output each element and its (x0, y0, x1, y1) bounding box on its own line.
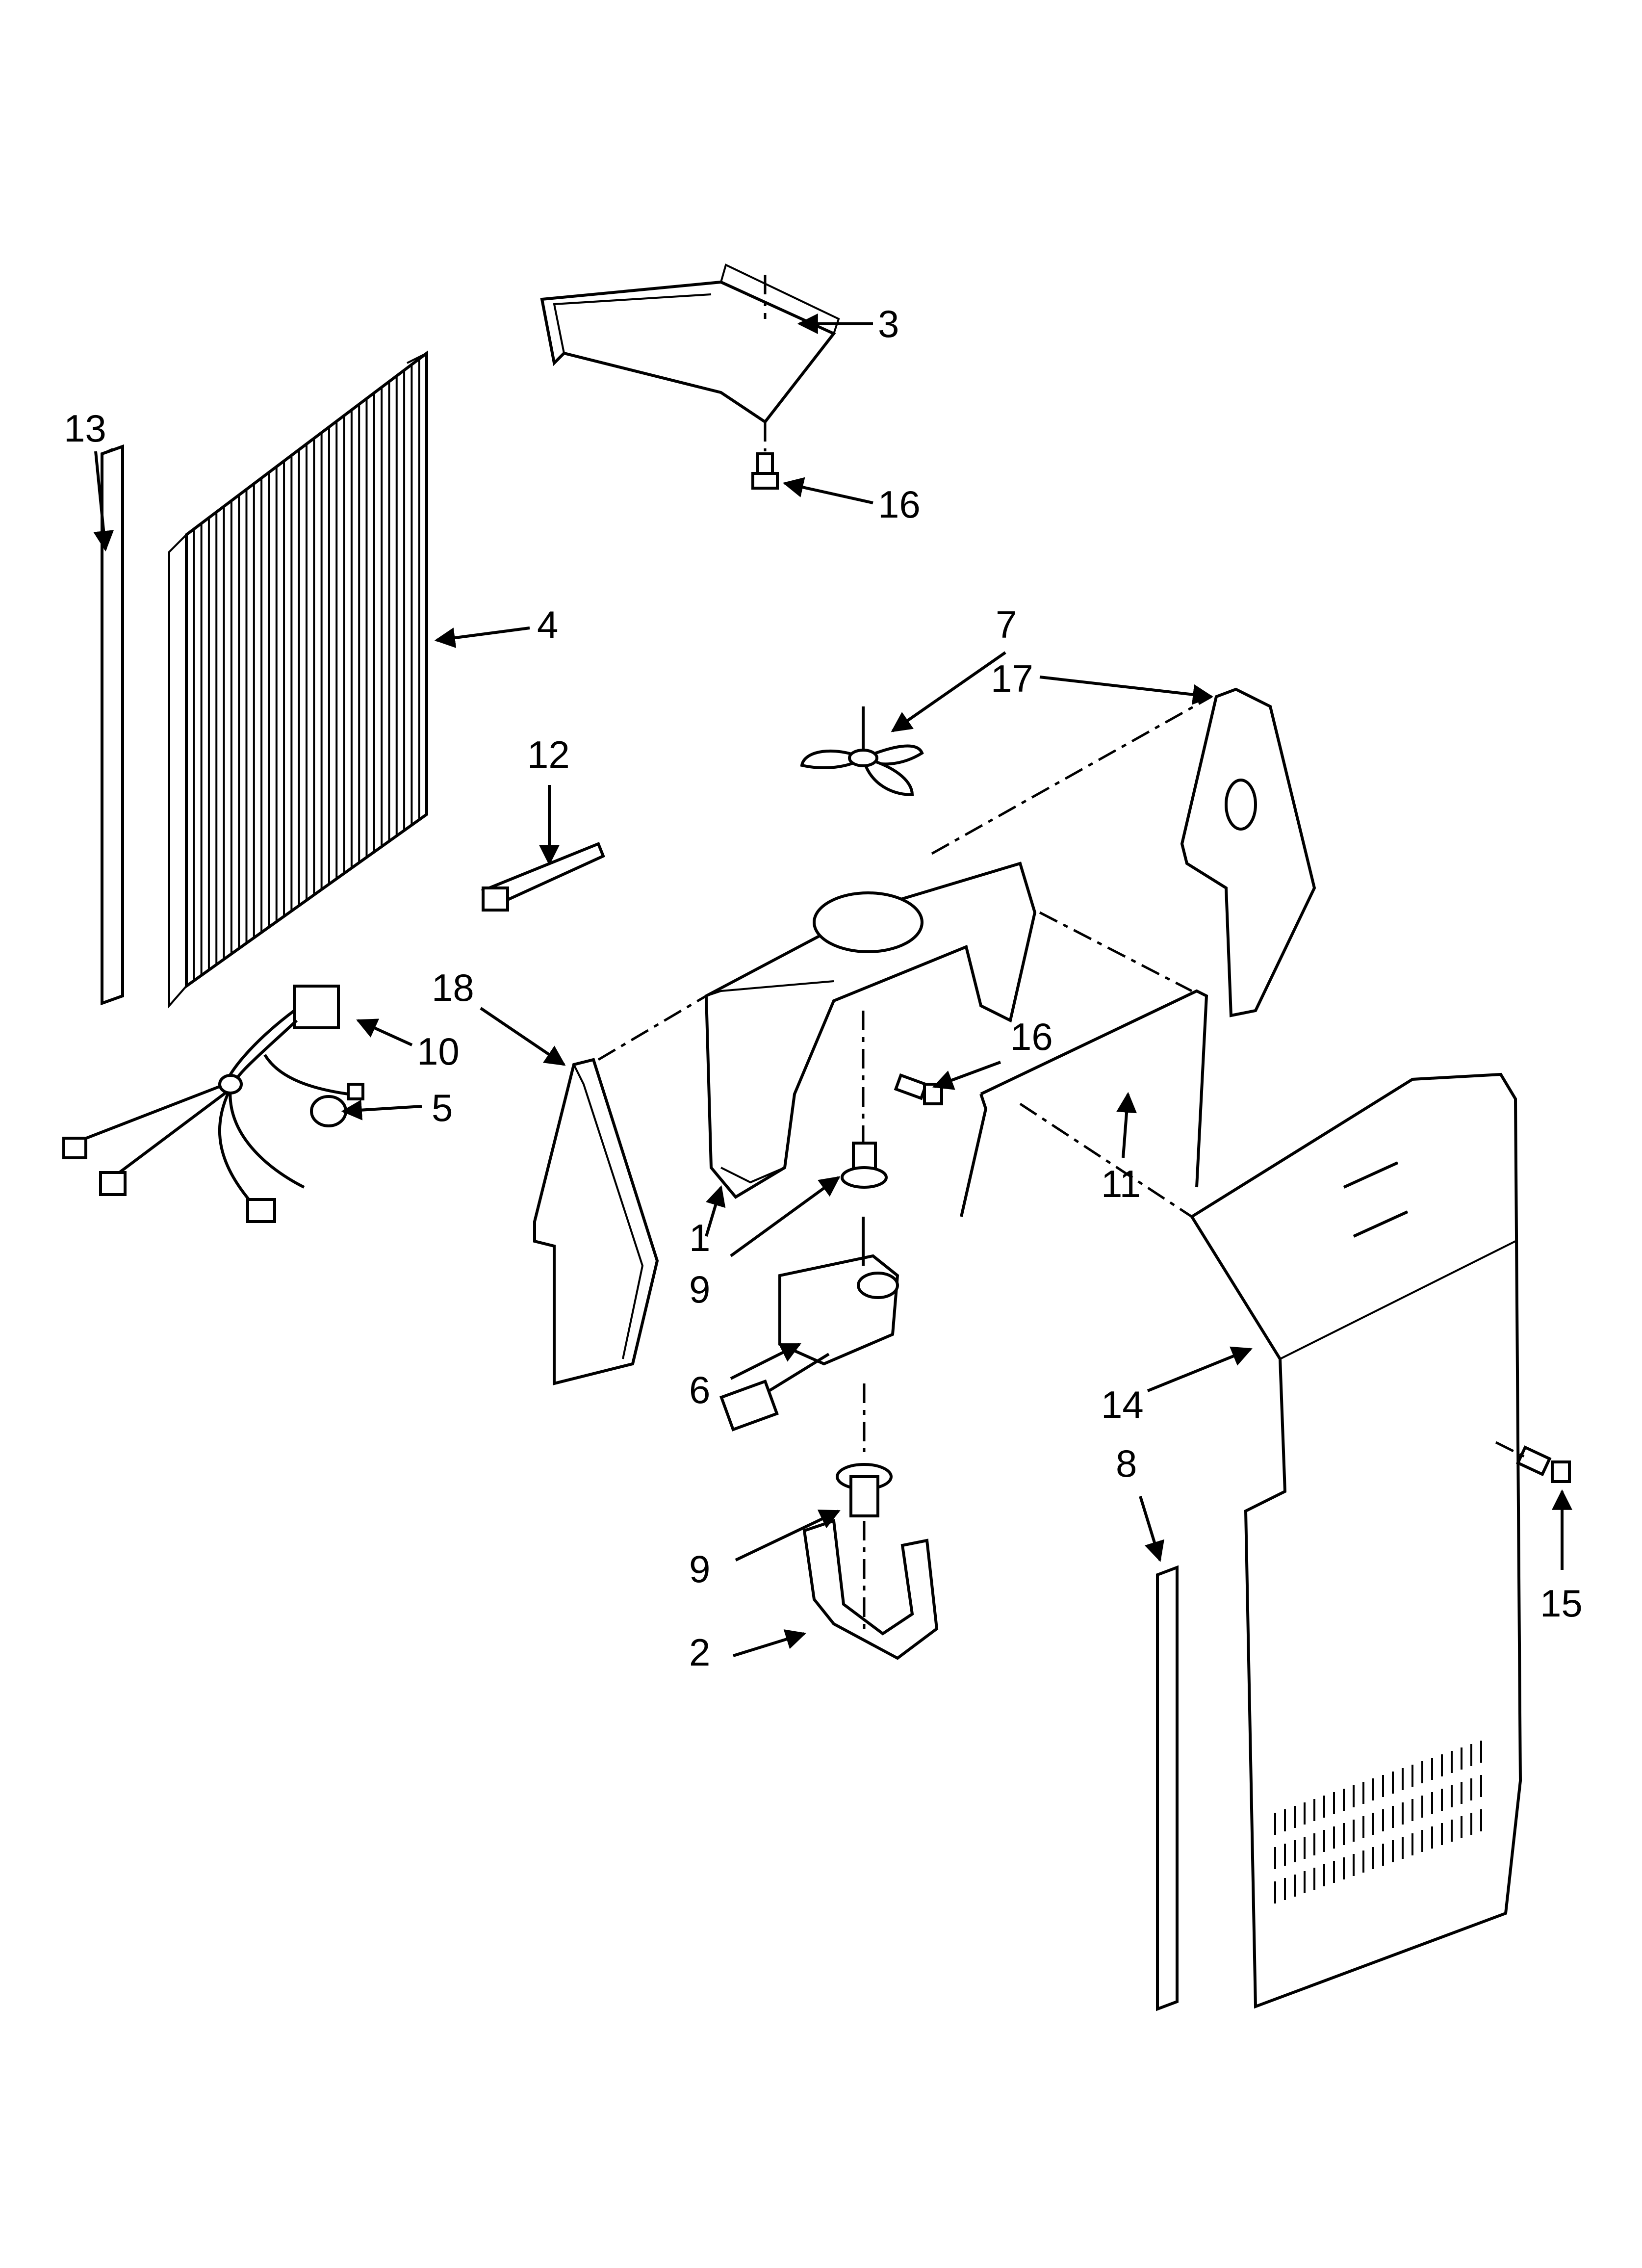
callout-11: 11 (1101, 1162, 1141, 1205)
callout-12: 12 (527, 733, 570, 776)
part-13-foam-strip (101, 444, 124, 1006)
callout-9-lower: 9 (689, 1547, 710, 1590)
part-3-top-cover (540, 263, 840, 451)
callout-10: 10 (417, 1030, 460, 1073)
callout-1: 1 (689, 1216, 710, 1259)
callout-2: 2 (689, 1631, 710, 1674)
part-9-grommet-upper (841, 1142, 888, 1189)
part-11-wire-bracket (960, 989, 1208, 1217)
part-15-screw (1515, 1445, 1571, 1483)
callout-13: 13 (64, 407, 106, 450)
part-4-evaporator (168, 350, 428, 1009)
callout-4: 4 (537, 603, 558, 646)
callout-7: 7 (996, 603, 1017, 646)
part-2-motor-bracket (802, 1518, 939, 1660)
leader-lines (93, 313, 1572, 1657)
part-8-foam-strip (1156, 1565, 1179, 2011)
callout-18: 18 (432, 966, 474, 1009)
callout-9-upper: 9 (689, 1268, 710, 1311)
callout-16-top: 16 (878, 483, 921, 526)
part-14-rear-panel (1189, 1072, 1522, 2009)
part-16-screw-middle (894, 1073, 943, 1105)
part-1-fan-housing (704, 861, 1037, 1199)
part-7-fan-blade (800, 706, 924, 797)
part-16-screw-top (751, 452, 779, 490)
alignment-lines (597, 695, 1526, 1459)
part-17-side-baffle (1180, 687, 1316, 1017)
callout-labels: 3 16 13 4 7 17 12 18 10 5 16 11 1 9 6 14… (64, 302, 1583, 1674)
part-18-left-baffle (533, 1058, 659, 1385)
part-6-fan-motor (719, 1217, 899, 1432)
part-10-wire-harness (62, 985, 364, 1223)
callout-14: 14 (1101, 1383, 1144, 1426)
callout-17: 17 (991, 657, 1033, 700)
part-9-grommet-lower (836, 1383, 893, 1517)
callout-5: 5 (432, 1086, 453, 1129)
callout-6: 6 (689, 1368, 710, 1411)
callout-16-middle: 16 (1010, 1015, 1053, 1058)
callout-8: 8 (1116, 1442, 1137, 1485)
callout-15: 15 (1540, 1582, 1583, 1625)
callout-3: 3 (878, 302, 899, 345)
part-12-cable-tie (481, 842, 605, 912)
